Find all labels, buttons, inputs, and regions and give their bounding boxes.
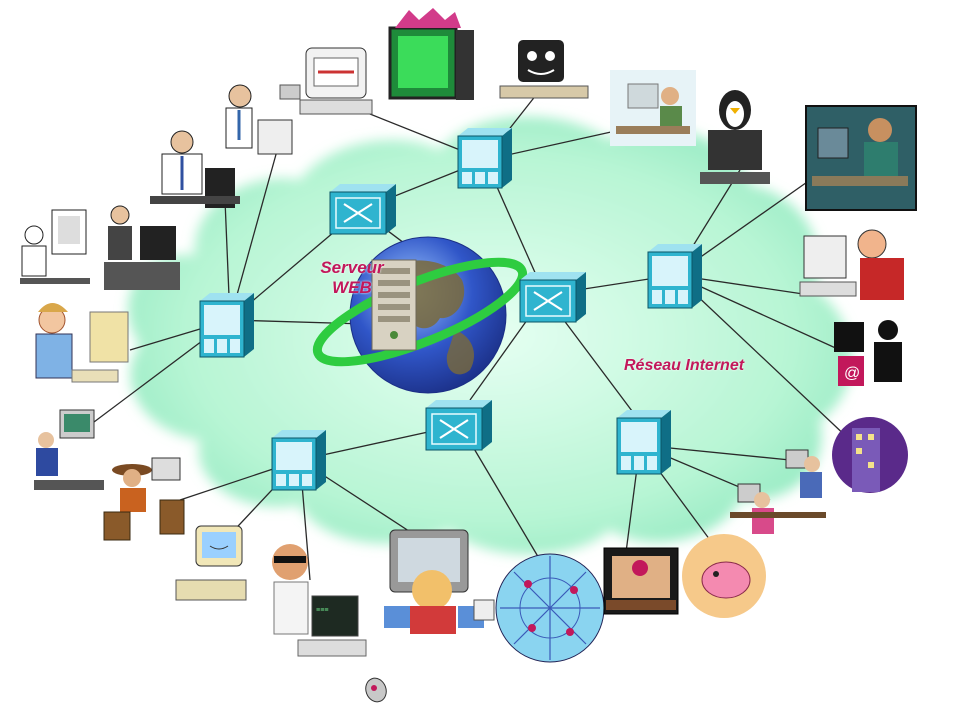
man-with-tie-at-computer (225, 84, 293, 155)
link (229, 139, 281, 321)
person-on-screen-photo (603, 547, 679, 615)
person-typing-workstation (20, 209, 90, 284)
hub-left (199, 293, 254, 358)
businessman-at-desk (150, 130, 240, 208)
web-of-people (495, 553, 605, 663)
silhouette-email-user: @ (834, 320, 902, 386)
small-mouse-icon (365, 677, 387, 703)
boy-at-monitor-back-view (384, 529, 495, 634)
cartoon-monitor-teeth (279, 47, 373, 115)
cowboy-on-barrels-computer (103, 457, 185, 541)
router-top-left (329, 184, 396, 235)
dancing-computer (175, 525, 247, 601)
building-at-night (832, 417, 908, 493)
link (674, 274, 841, 351)
hub-right (647, 244, 702, 309)
woman-typing-retro (35, 303, 129, 383)
web-server-icon (371, 259, 417, 351)
svg-text:@: @ (844, 365, 860, 382)
svg-text:≡≡≡: ≡≡≡ (316, 607, 329, 615)
piggy-bank-circle (682, 534, 766, 618)
hub-bottom-left (271, 430, 326, 491)
router-bottom (425, 400, 492, 451)
woman-at-computer-photo (805, 105, 917, 211)
penguin-computer (700, 90, 770, 184)
person-at-terminal (34, 409, 104, 490)
dragon-computer (388, 8, 474, 100)
web-server-label: Serveur WEB (307, 258, 397, 298)
internet-network-label: Réseau Internet (624, 357, 745, 374)
web-server-label-line2: WEB (332, 278, 372, 297)
link (674, 274, 851, 441)
man-with-sunglasses-laptop: ≡≡≡ (272, 544, 367, 657)
seated-user-with-computer (104, 205, 180, 290)
hub-bottom-right (616, 410, 671, 475)
web-server-label-line1: Serveur (320, 258, 384, 277)
office-worker-desk (610, 70, 696, 146)
hub-top (457, 128, 512, 189)
globe-server (312, 236, 528, 394)
angry-man-at-computer (799, 229, 904, 300)
cartoon-monitor-face (499, 40, 589, 99)
family-at-computers (730, 449, 826, 534)
router-center-right (519, 272, 586, 323)
